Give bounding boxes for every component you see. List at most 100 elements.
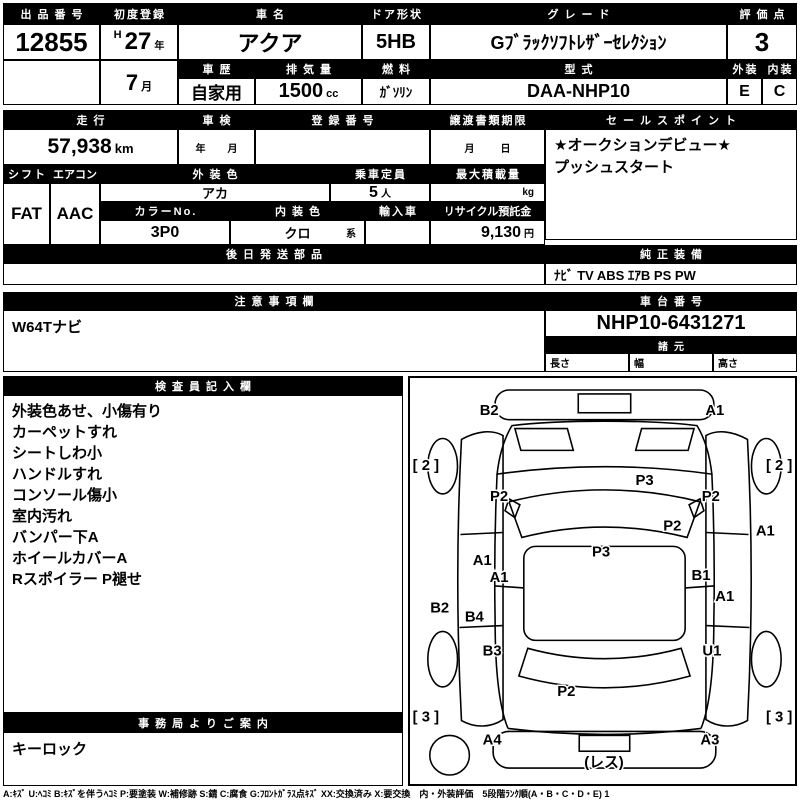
car-name-label: 車名	[178, 3, 362, 24]
length-cell: 長さ	[545, 353, 629, 372]
mileage-label: 走行	[3, 110, 178, 129]
grade-value: Gﾌﾞﾗｯｸｿﾌﾄﾚｻﾞｰｾﾚｸｼｮﾝ	[430, 24, 727, 60]
interior-color-suffix: 系	[346, 229, 356, 240]
dimensions-label: 諸元	[545, 337, 797, 353]
damage-marker: P2	[557, 684, 575, 700]
mirror-right	[688, 497, 705, 519]
windshield	[507, 489, 702, 539]
first-registration-month: 7 月	[100, 60, 178, 105]
damage-marker: P3	[635, 473, 653, 489]
side-panel-right	[705, 431, 752, 727]
damage-marker: [ 3 ]	[413, 710, 439, 726]
mileage-number: 57,938	[47, 135, 112, 158]
inspector-note: シートしわ小	[12, 445, 103, 462]
damage-marker: B2	[430, 601, 449, 617]
color-no-value: 3P0	[100, 220, 230, 245]
exterior-color-label: 外装色	[100, 165, 330, 183]
wheel-front-right	[750, 437, 782, 495]
damage-marker: A3	[700, 732, 719, 748]
score-label: 評価点	[727, 3, 797, 24]
shift-value: FAT	[3, 183, 50, 245]
car-name-value: アクア	[178, 24, 362, 60]
score-value: 3	[727, 24, 797, 60]
interior-grade-label: 内装	[762, 60, 797, 78]
aircon-value: AAC	[50, 183, 100, 245]
capacity-unit: 人	[380, 188, 391, 200]
transfer-deadline-value: 月 日	[430, 129, 545, 165]
rear-bumper	[492, 730, 717, 769]
car-outline	[427, 389, 782, 776]
capacity-number: 5	[369, 183, 378, 201]
exterior-color-value: アカ	[100, 183, 330, 202]
exterior-grade-label: 外装	[727, 60, 762, 78]
damage-marker: A4	[483, 732, 503, 748]
equipment-label: 純正装備	[545, 245, 797, 263]
office-info-value: キーロック	[3, 732, 403, 786]
inspector-notes-box: 外装色あせ、小傷有り カーペットすれ シートしわ小 ハンドルすれ コンソール傷小…	[3, 395, 403, 713]
inspection-month-suffix: 月	[227, 143, 238, 155]
door-shape-value: 5HB	[362, 24, 430, 60]
registration-number-value	[255, 129, 430, 165]
aircon-label: エアコン	[50, 165, 100, 183]
inspector-note: Rスポイラー P褪せ	[12, 571, 143, 588]
import-value	[365, 220, 430, 245]
headlight-right	[634, 427, 696, 452]
hood	[496, 420, 713, 476]
history-value: 自家用	[178, 78, 255, 105]
first-reg-year-value: 27	[124, 28, 152, 55]
rear-window	[517, 647, 692, 689]
spare-tire	[429, 734, 471, 776]
first-registration-label: 初度登録	[100, 3, 178, 24]
door-seam	[460, 531, 504, 536]
transfer-month-suffix: 月	[464, 143, 475, 155]
damage-marker: A1	[490, 570, 509, 586]
door-seam	[705, 624, 750, 629]
capacity-label: 乗車定員	[330, 165, 430, 183]
fuel-label: 燃料	[362, 60, 430, 78]
height-cell: 高さ	[713, 353, 797, 372]
damage-marker: A1	[715, 589, 734, 605]
interior-grade-value: C	[762, 78, 797, 105]
damage-marker: B2	[480, 403, 499, 419]
caution-value: W64Tナビ	[3, 310, 545, 372]
damage-marker: [ 2 ]	[413, 458, 439, 474]
displacement-value: 1500 cc	[255, 78, 362, 105]
recycle-deposit-value: 9,130 円	[430, 220, 545, 245]
body-right-edge	[700, 474, 716, 729]
office-info-label: 事務局よりご案内	[3, 713, 403, 732]
mirror-left	[504, 497, 521, 519]
inspection-value: 年 月	[178, 129, 255, 165]
payload-value: kg	[430, 183, 545, 202]
damage-marker: P2	[663, 519, 681, 535]
damage-marker: A1	[705, 403, 724, 419]
pillar-line-left	[495, 585, 524, 589]
transfer-deadline-label: 譲渡書類期限	[430, 110, 545, 129]
mileage-unit: km	[114, 141, 134, 156]
body-left-edge	[493, 474, 509, 729]
rear-plate	[578, 734, 631, 753]
inspector-note: 室内汚れ	[12, 508, 73, 525]
wheel-front-left	[427, 437, 459, 495]
lot-number-label: 出品番号	[3, 3, 100, 24]
payload-label: 最大積載量	[430, 165, 545, 183]
wheel-rear-right	[750, 630, 782, 688]
later-parts-label: 後日発送部品	[3, 245, 545, 263]
chassis-number-label: 車台番号	[545, 292, 797, 310]
damage-marker: U1	[702, 643, 721, 659]
damage-marker: [ 3 ]	[766, 710, 792, 726]
recycle-unit: 円	[524, 228, 534, 240]
damage-marker: B3	[483, 643, 502, 659]
empty-cell-under-lot	[3, 60, 100, 105]
caution-label: 注意事項欄	[3, 292, 545, 310]
inspector-note: コンソール傷小	[12, 487, 118, 504]
inspection-label: 車検	[178, 110, 255, 129]
inspector-note: 外装色あせ、小傷有り	[12, 403, 163, 420]
inspection-year-suffix: 年	[195, 143, 206, 155]
damage-marker: A1	[473, 553, 492, 569]
year-suffix: 年	[154, 41, 165, 52]
sales-point-line-1: ★オークションデビュー★	[554, 137, 731, 154]
model-code-label: 型式	[430, 60, 727, 78]
damage-marker: P2	[490, 489, 508, 505]
